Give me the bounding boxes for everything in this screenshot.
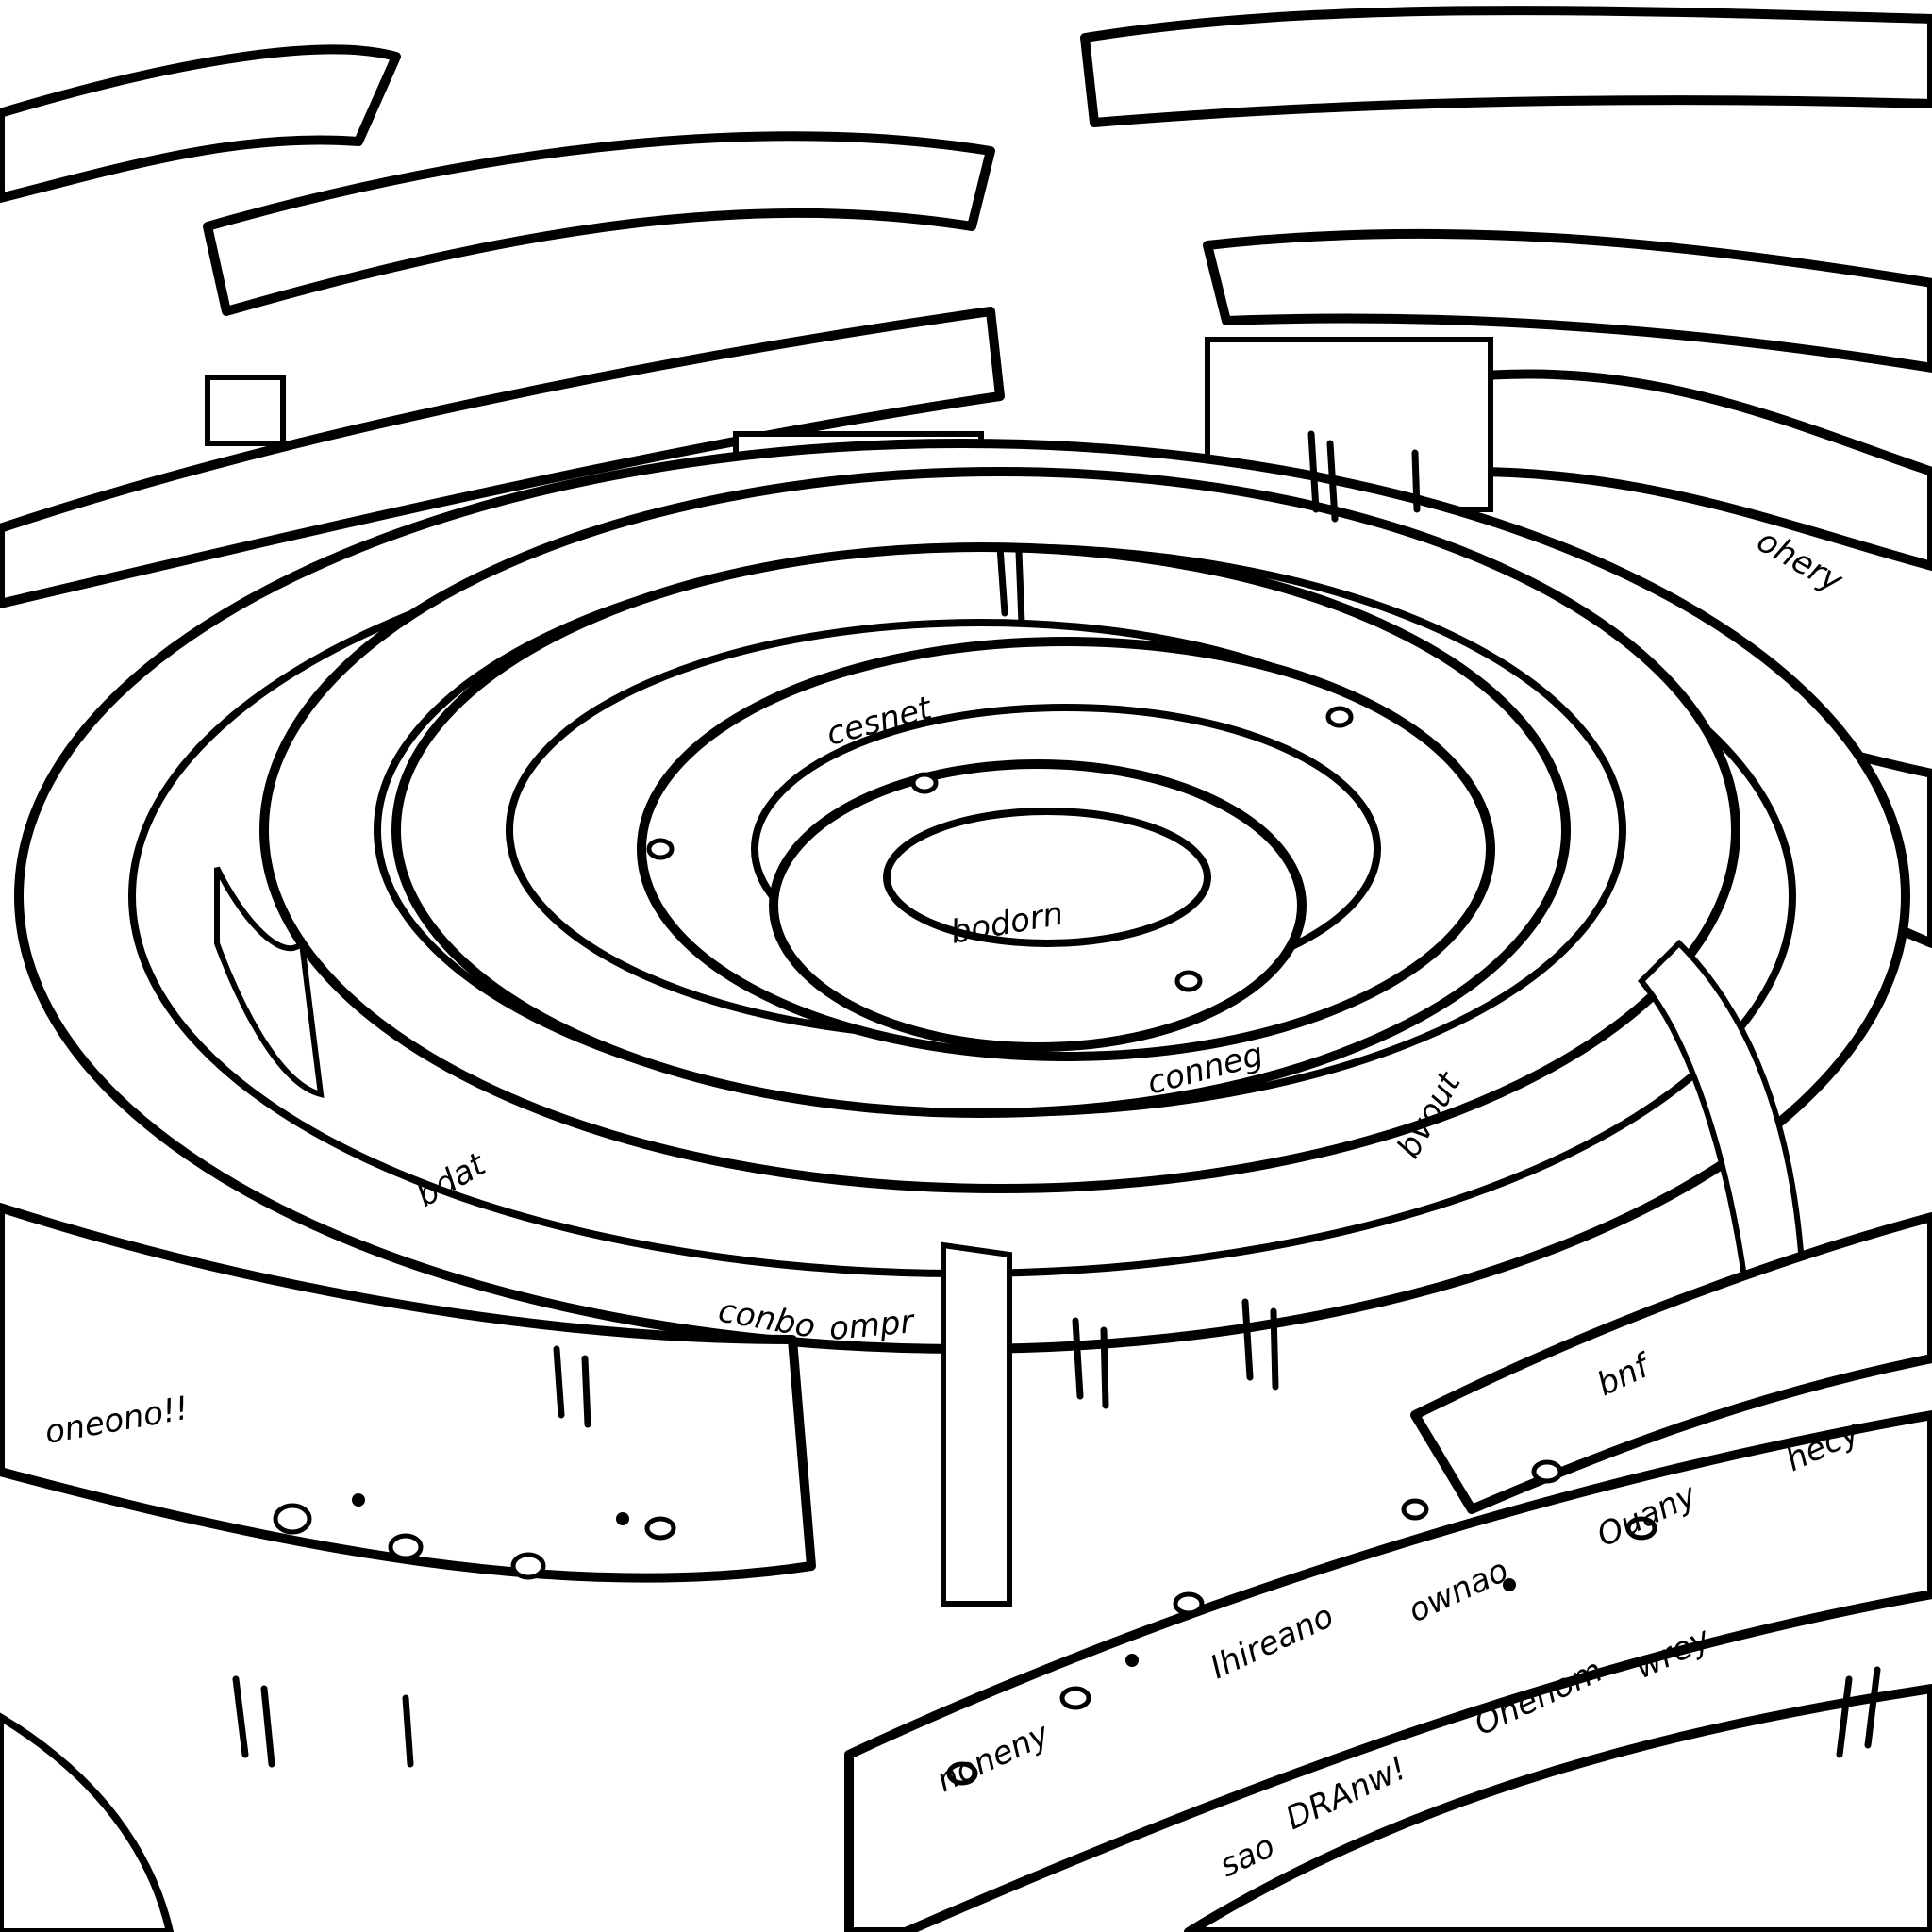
foreground-hedges — [0, 1203, 1932, 1932]
scribble-12: ompr — [827, 1303, 917, 1348]
scribble-6: sao — [1214, 1827, 1281, 1885]
ring-hedges — [14, 439, 1910, 1354]
center-walls — [214, 866, 1806, 1607]
hedge-dots — [273, 706, 1657, 1786]
hatching — [232, 430, 1881, 1768]
